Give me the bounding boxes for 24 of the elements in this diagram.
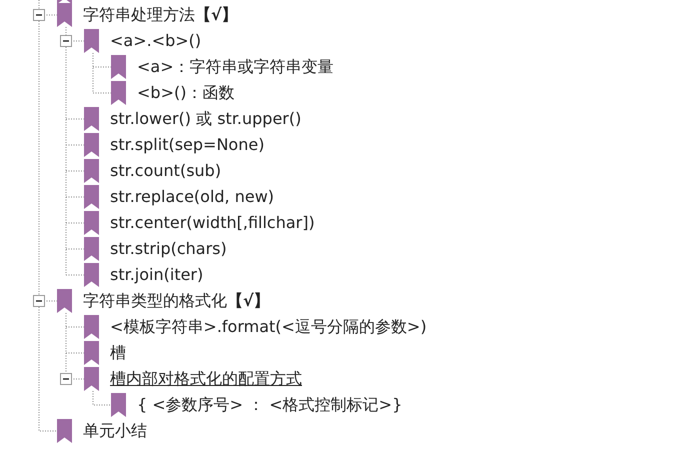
item-label: str.join(iter) xyxy=(110,265,204,285)
item-label: 单元小结 xyxy=(83,421,147,441)
item-label: <a>.<b>() xyxy=(110,31,202,51)
tree-connector xyxy=(66,26,84,276)
item-label: 字符串处理方法【√】 xyxy=(83,5,238,25)
item-label: str.count(sub) xyxy=(110,161,222,181)
tree-connector xyxy=(38,0,58,16)
item-label: str.lower() 或 str.upper() xyxy=(110,109,302,129)
tree-connector xyxy=(92,52,112,94)
item-label: <模板字符串>.format(<逗号分隔的参数>) xyxy=(110,317,427,337)
item-label: 槽内部对格式化的配置方式 xyxy=(110,369,302,389)
item-label: <a>：字符串或字符串变量 xyxy=(137,57,334,77)
tree-connector xyxy=(92,390,112,406)
item-label: { <参数序号> ： <格式控制标记>} xyxy=(137,395,402,415)
item-label: str.strip(chars) xyxy=(110,239,227,259)
tree-connector xyxy=(38,20,58,302)
item-label: str.split(sep=None) xyxy=(110,135,264,155)
item-label: str.center(width[,fillchar]) xyxy=(110,213,315,233)
item-label: <b>()：函数 xyxy=(137,83,234,103)
tree-connector xyxy=(38,306,58,432)
item-label: str.replace(old, new) xyxy=(110,187,274,207)
item-label: 槽 xyxy=(110,343,126,363)
item-label: 字符串类型的格式化【√】 xyxy=(83,291,270,311)
tree-connector xyxy=(66,312,84,380)
